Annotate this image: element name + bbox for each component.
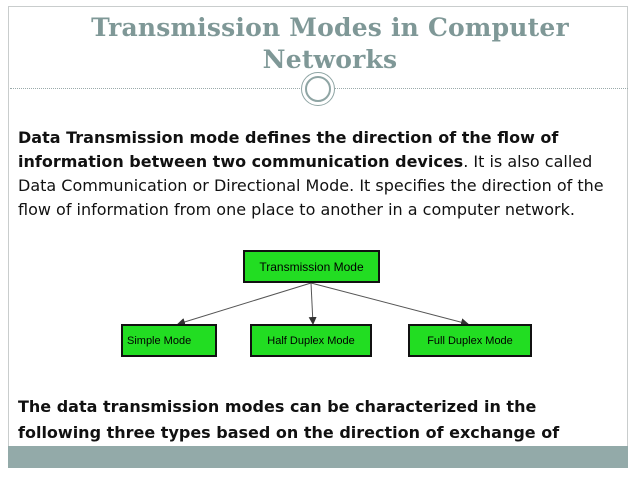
bottom-band: [8, 446, 628, 468]
node-simple-mode: Simple Mode: [121, 324, 217, 357]
node-transmission-mode: Transmission Mode: [243, 250, 380, 283]
intro-bold-text: Data Transmission mode defines the direc…: [18, 128, 559, 171]
node-half-duplex-mode: Half Duplex Mode: [250, 324, 372, 357]
node-full-duplex-mode: Full Duplex Mode: [408, 324, 532, 357]
intro-paragraph: Data Transmission mode defines the direc…: [18, 126, 623, 222]
circle-ornament-inner: [305, 76, 331, 102]
circle-ornament-icon: [301, 72, 335, 106]
slide-title: Transmission Modes in Computer Networks: [91, 13, 569, 74]
intro-rest-text: . It is also called Data Communication o…: [18, 152, 604, 219]
